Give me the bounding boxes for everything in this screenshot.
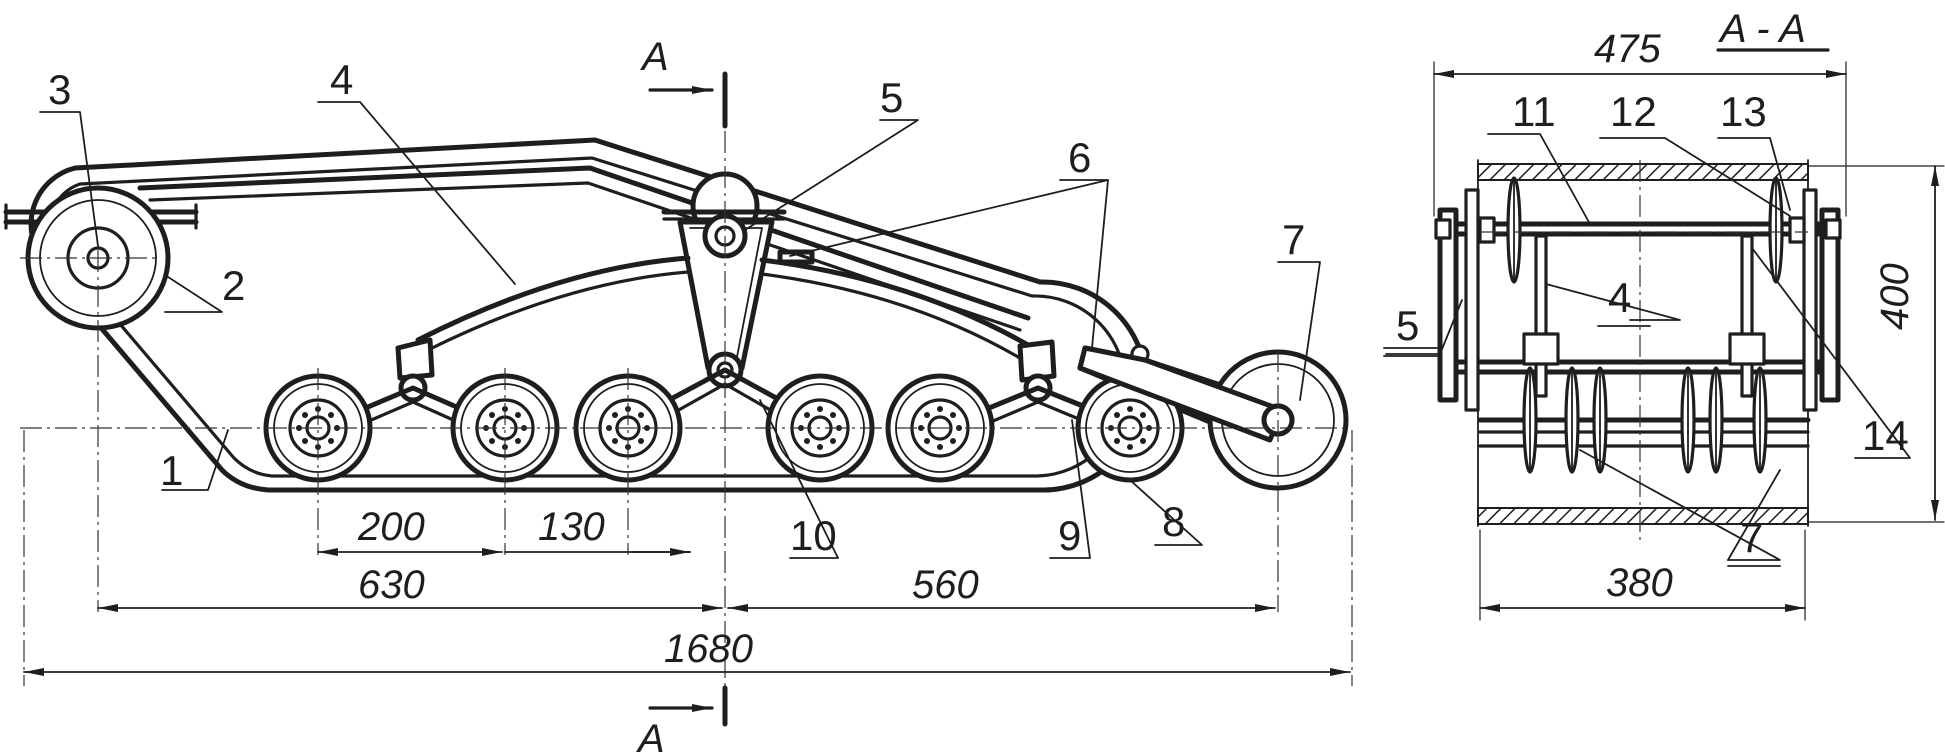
dim-400: 400 (1873, 263, 1917, 330)
callout-5: 5 (880, 74, 903, 121)
dim-130: 130 (538, 505, 605, 549)
callout-7: 7 (1282, 216, 1305, 263)
callout-9: 9 (1058, 512, 1081, 559)
dim-630: 630 (358, 563, 425, 607)
side-view: A A 200 130 630 560 1680 1 (3, 35, 1353, 754)
dim-475: 475 (1594, 27, 1661, 71)
leaf-spring-left (415, 255, 691, 343)
callout-4-section: 4 (1608, 274, 1631, 321)
callout-10: 10 (790, 512, 837, 559)
leaf-spring-right (759, 257, 1043, 355)
dim-380: 380 (1606, 561, 1673, 605)
callout-14: 14 (1862, 412, 1909, 459)
callout-8: 8 (1162, 498, 1185, 545)
callout-11: 11 (1512, 88, 1556, 135)
callout-5-section: 5 (1396, 302, 1419, 349)
callout-4: 4 (330, 56, 353, 103)
dim-1680: 1680 (664, 627, 753, 671)
callout-2: 2 (222, 262, 245, 309)
section-mark-bottom: A (636, 717, 665, 754)
frame-beam (137, 165, 1031, 321)
callout-13: 13 (1720, 88, 1767, 135)
section-view: A - A (1383, 7, 1945, 621)
callout-3: 3 (48, 66, 71, 113)
section-view-title: A - A (1718, 7, 1806, 51)
dim-560: 560 (912, 563, 979, 607)
callout-1: 1 (160, 447, 183, 494)
callout-7-section: 7 (1740, 514, 1763, 561)
callout-6: 6 (1068, 134, 1091, 181)
section-mark-top: A (640, 35, 669, 79)
dim-200: 200 (357, 505, 425, 549)
callout-12: 12 (1610, 88, 1657, 135)
track-section-top (1477, 163, 1809, 181)
